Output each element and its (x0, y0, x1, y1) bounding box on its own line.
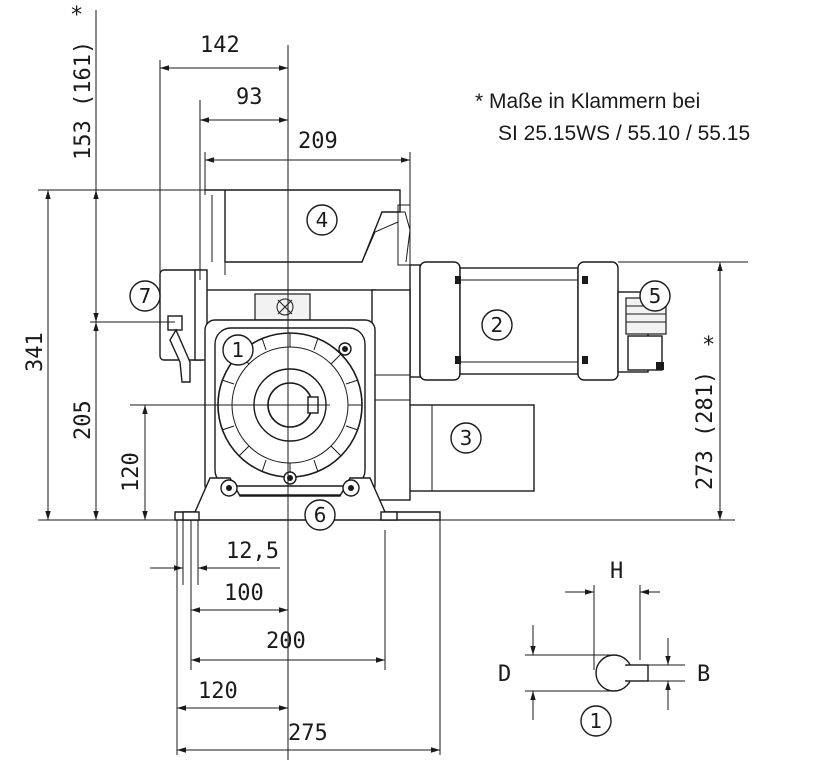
dim-100: 100 (191, 581, 288, 613)
dim-200-label: 200 (266, 629, 306, 654)
note: * Maße in Klammern bei SI 25.15WS / 55.1… (475, 90, 750, 145)
dim-341: 341 (23, 189, 210, 521)
dim-100-label: 100 (224, 581, 264, 606)
dim-341-label: 341 (23, 332, 48, 372)
detail-b-label: B (697, 662, 710, 687)
dim-275-label: 275 (288, 721, 328, 746)
callout-5-label: 5 (649, 284, 662, 308)
dim-120-vertical: 120 (119, 405, 148, 520)
callout-3: 3 (450, 422, 482, 454)
dim-120-horizontal: 120 (177, 679, 288, 711)
center-lines (130, 45, 330, 760)
dim-205-label: 205 (71, 400, 96, 440)
callout-7: 7 (129, 280, 161, 312)
housing-4 (205, 189, 401, 263)
detail-d-label: D (498, 662, 511, 687)
dim-153-label: 153 (161) (71, 41, 96, 160)
motor-2 (409, 261, 619, 381)
dim-209: 209 (204, 129, 411, 210)
dim-273: 273 (281) * (440, 261, 748, 521)
dim-200: 200 (191, 629, 385, 663)
dim-120v-label: 120 (119, 452, 144, 492)
callout-2: 2 (481, 309, 513, 341)
dim-275: 275 (177, 721, 440, 753)
callout-4: 4 (306, 204, 338, 236)
dim-273-label: 273 (281) (693, 371, 718, 490)
dim-93-label: 93 (236, 85, 263, 110)
dim-142-label: 142 (200, 33, 240, 58)
mounting-foot-6 (174, 477, 441, 521)
dim-273-star: * (702, 333, 715, 358)
dim-142: 142 (159, 33, 288, 330)
callout-7-label: 7 (139, 284, 152, 308)
callout-4-label: 4 (316, 208, 329, 232)
note-line-1: * Maße in Klammern bei (475, 90, 700, 113)
callout-5: 5 (639, 280, 671, 312)
detail-h-label: H (610, 559, 623, 584)
dim-209-label: 209 (298, 129, 338, 154)
dim-120h-label: 120 (198, 679, 238, 704)
callout-1-label: 1 (232, 338, 245, 362)
callout-6-label: 6 (314, 503, 327, 527)
callout-2-label: 2 (491, 313, 504, 337)
note-line-2: SI 25.15WS / 55.10 / 55.15 (498, 122, 750, 145)
dim-12-5: 12,5 (150, 539, 280, 571)
callout-3-label: 3 (460, 426, 473, 450)
callout-6: 6 (304, 499, 336, 531)
shaft-detail: H D B 1 (498, 559, 710, 737)
detail-callout-label: 1 (590, 709, 603, 733)
dim-153: 153 (161) * (70, 3, 175, 520)
dim-205: 205 (71, 322, 99, 520)
callout-1: 1 (222, 334, 254, 366)
dim-153-star: * (70, 3, 83, 28)
dim-bottom-extensions (176, 520, 441, 755)
drive-unit (159, 189, 667, 521)
dim-12-5-label: 12,5 (226, 539, 279, 564)
hand-crank-7 (159, 269, 208, 383)
